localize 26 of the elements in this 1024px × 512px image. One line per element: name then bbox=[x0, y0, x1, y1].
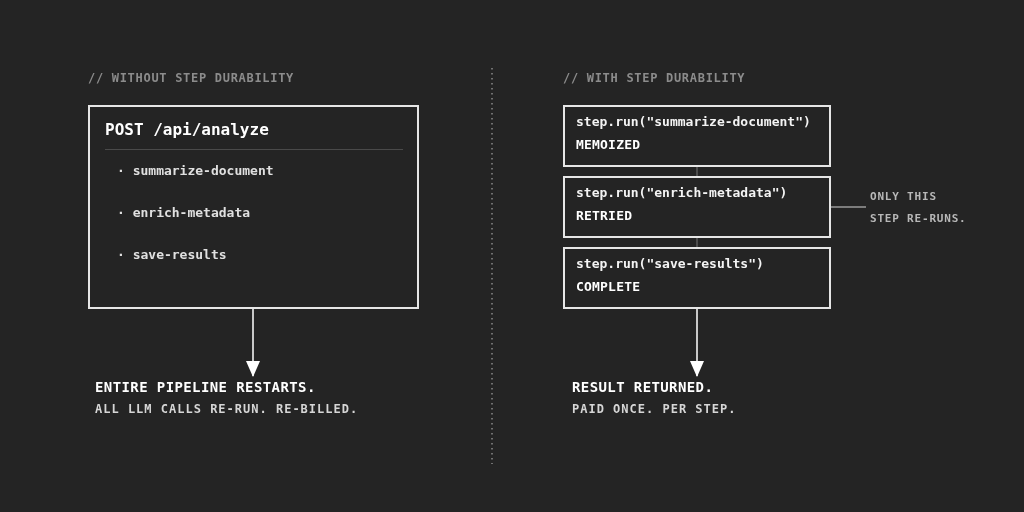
connector-line bbox=[696, 237, 698, 248]
step-status: COMPLETE bbox=[576, 279, 641, 295]
step-status: MEMOIZED bbox=[576, 137, 641, 153]
result-heading: ENTIRE PIPELINE RESTARTS. bbox=[95, 379, 316, 396]
step-status: RETRIED bbox=[576, 208, 633, 224]
step-box bbox=[563, 247, 831, 309]
step-call: step.run("summarize-document") bbox=[576, 114, 811, 130]
endpoint-box bbox=[88, 105, 419, 309]
result-note: ALL LLM CALLS RE-RUN. RE-BILLED. bbox=[95, 402, 359, 417]
step-name: · enrich-metadata bbox=[117, 205, 251, 221]
arrow bbox=[246, 308, 260, 377]
section-heading: // WITH STEP DURABILITY bbox=[563, 71, 746, 85]
step-box bbox=[563, 176, 831, 238]
step-call: step.run("save-results") bbox=[576, 256, 764, 272]
step-name: · summarize-document bbox=[117, 163, 274, 179]
step-call: step.run("enrich-metadata") bbox=[576, 185, 788, 201]
section-heading: // WITHOUT STEP DURABILITY bbox=[88, 71, 295, 85]
leader-line bbox=[830, 206, 867, 208]
endpoint-title: POST /api/analyze bbox=[105, 120, 269, 140]
result-heading: RESULT RETURNED. bbox=[572, 379, 714, 396]
step-box bbox=[563, 105, 831, 167]
result-note: PAID ONCE. PER STEP. bbox=[572, 402, 737, 417]
arrow bbox=[690, 308, 704, 377]
annotation-text: ONLY THIS STEP RE-RUNS. bbox=[870, 189, 968, 227]
step-name: · save-results bbox=[117, 247, 227, 263]
connector-line bbox=[696, 166, 698, 177]
